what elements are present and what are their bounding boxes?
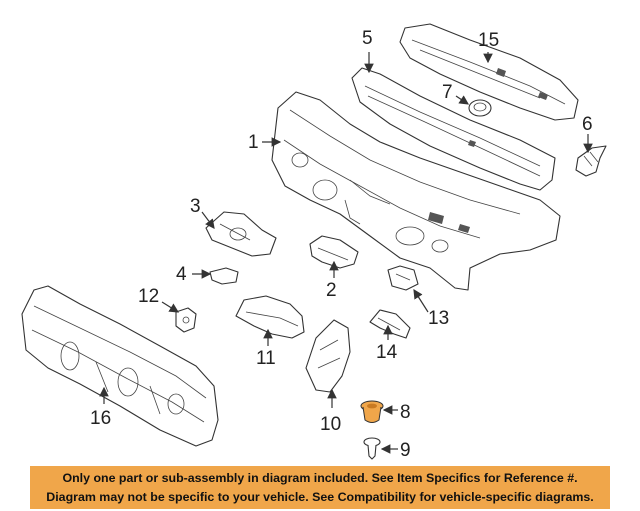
callout-7: 7	[442, 82, 453, 103]
leader-lines	[99, 52, 593, 454]
callout-11: 11	[256, 348, 276, 369]
callout-10: 10	[320, 414, 341, 435]
callout-16: 16	[90, 408, 111, 429]
part-11-insulator	[235, 295, 305, 339]
callout-8: 8	[400, 402, 411, 423]
part-3-reinforcement	[205, 211, 277, 257]
part-6-bracket	[575, 145, 607, 177]
callout-14: 14	[376, 342, 398, 363]
callout-1: 1	[248, 132, 259, 153]
callout-12: 12	[138, 286, 159, 307]
part-5-cowl-panel	[351, 67, 556, 191]
part-7-grommet	[468, 99, 492, 117]
callout-3: 3	[190, 196, 201, 217]
callout-6: 6	[582, 114, 593, 135]
part-15-cowl-cover	[399, 23, 579, 121]
callout-4: 4	[176, 264, 187, 285]
part-2-bracket	[309, 235, 359, 269]
part-14-brace	[369, 309, 411, 339]
callout-5: 5	[362, 28, 373, 49]
part-4-clip	[209, 267, 239, 285]
parts-diagram: 1 2 3 4 5 6 7 8 9 10 11 12 13 14 15 16	[21, 23, 607, 461]
callout-2: 2	[326, 280, 337, 301]
disclaimer-line-1: Only one part or sub-assembly in diagram…	[62, 471, 578, 485]
part-16-lower-dash	[21, 285, 219, 447]
part-10-panel	[305, 319, 351, 393]
callout-9: 9	[400, 440, 411, 461]
disclaimer-banner: Only one part or sub-assembly in diagram…	[30, 466, 610, 509]
part-8-grommet-highlighted	[360, 400, 384, 423]
part-13-mount	[387, 265, 419, 291]
callout-labels: 1 2 3 4 5 6 7 8 9 10 11 12 13 14 15 16	[90, 28, 593, 461]
part-1-dash-panel	[271, 91, 561, 291]
callout-13: 13	[428, 308, 449, 329]
part-9-push-clip	[363, 437, 381, 460]
part-12-hinge	[175, 307, 197, 333]
disclaimer-line-2: Diagram may not be specific to your vehi…	[46, 490, 594, 504]
callout-15: 15	[478, 30, 499, 51]
